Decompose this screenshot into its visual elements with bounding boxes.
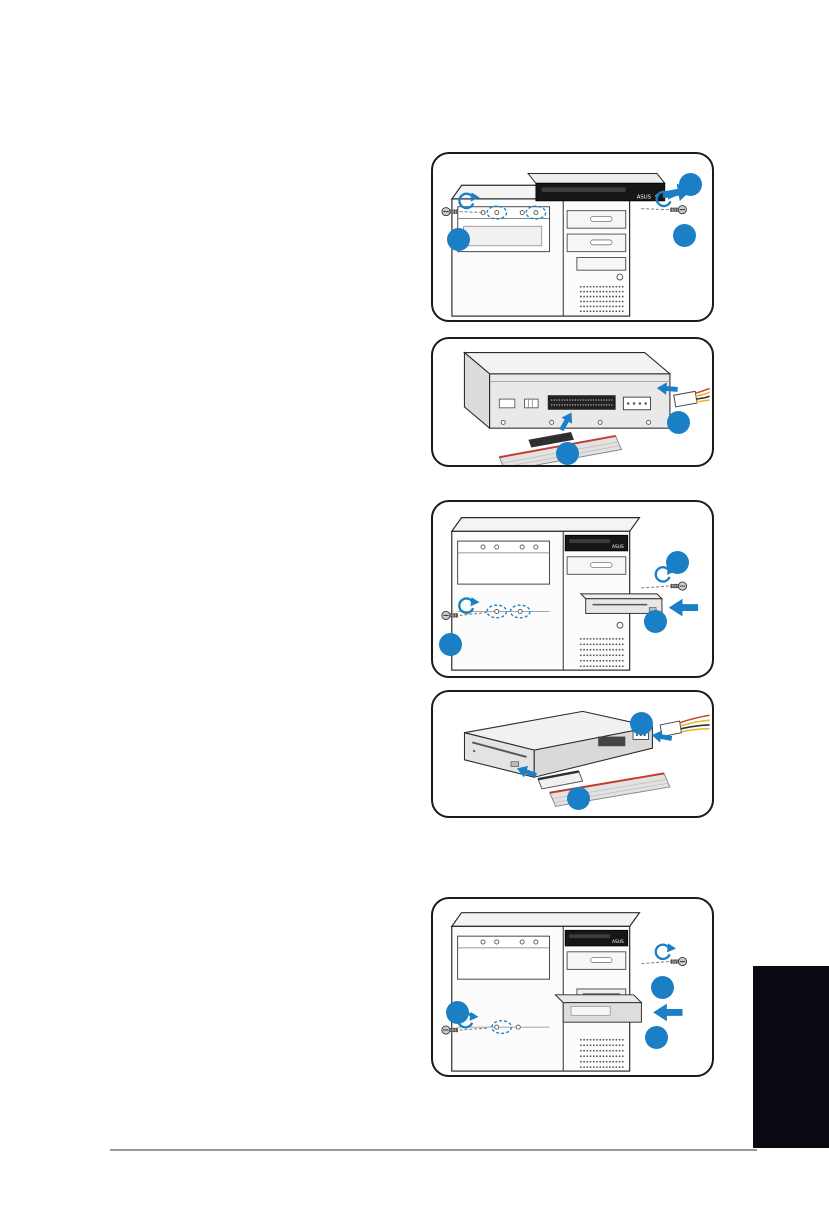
screw-right xyxy=(641,942,688,967)
illustration-optical-cabling xyxy=(462,351,710,465)
chassis xyxy=(450,184,641,317)
power-cable xyxy=(656,381,710,408)
figure-hard-drive-installation: ASUS xyxy=(431,897,714,1077)
vent-grid xyxy=(579,1038,627,1069)
floppy-drive xyxy=(579,593,664,614)
callout-badge xyxy=(645,1026,668,1049)
callout-badge xyxy=(447,228,470,251)
screw-left xyxy=(441,1010,489,1035)
vent-grid xyxy=(579,637,627,668)
hard-disk-drive xyxy=(554,994,643,1023)
callout-badge xyxy=(630,712,653,735)
optical-drive: ASUS xyxy=(527,173,666,202)
illustration-hdd-installation: ASUS xyxy=(441,912,688,1072)
illustration-floppy-installation: ASUS xyxy=(441,517,699,671)
optical-drive-rear xyxy=(462,351,672,430)
callout-badge xyxy=(439,633,462,656)
figure-floppy-cabling xyxy=(431,690,714,818)
callout-badge xyxy=(666,551,689,574)
callout-badge xyxy=(567,787,590,810)
drive-brand-text: ASUS xyxy=(612,939,624,945)
callout-badge xyxy=(651,976,674,999)
illustration-optical-removal: ASUS xyxy=(441,173,694,317)
figure-optical-drive-cabling xyxy=(431,337,714,467)
callout-badge xyxy=(679,173,702,196)
chapter-side-tab xyxy=(753,966,829,1148)
power-cable xyxy=(650,714,710,745)
callout-badge xyxy=(446,1001,469,1024)
callout-badge xyxy=(667,411,690,434)
footer-rule xyxy=(110,1149,757,1151)
drive-brand-text: ASUS xyxy=(637,194,652,200)
insert-arrow xyxy=(668,598,699,617)
figure-optical-drive-removal: ASUS xyxy=(431,152,714,322)
drive-brand-text: ASUS xyxy=(612,544,624,550)
figure-floppy-installation: ASUS xyxy=(431,500,714,678)
optical-drive-installed: ASUS xyxy=(564,929,629,947)
insert-arrow xyxy=(653,1003,683,1022)
callout-badge xyxy=(673,224,696,247)
floppy-drive xyxy=(463,710,653,778)
callout-badge xyxy=(556,442,579,465)
vent-grid xyxy=(579,285,627,313)
optical-drive-installed: ASUS xyxy=(564,534,629,552)
illustration-floppy-cabling xyxy=(463,710,710,807)
screw-left xyxy=(441,191,486,217)
callout-badge xyxy=(644,610,667,633)
